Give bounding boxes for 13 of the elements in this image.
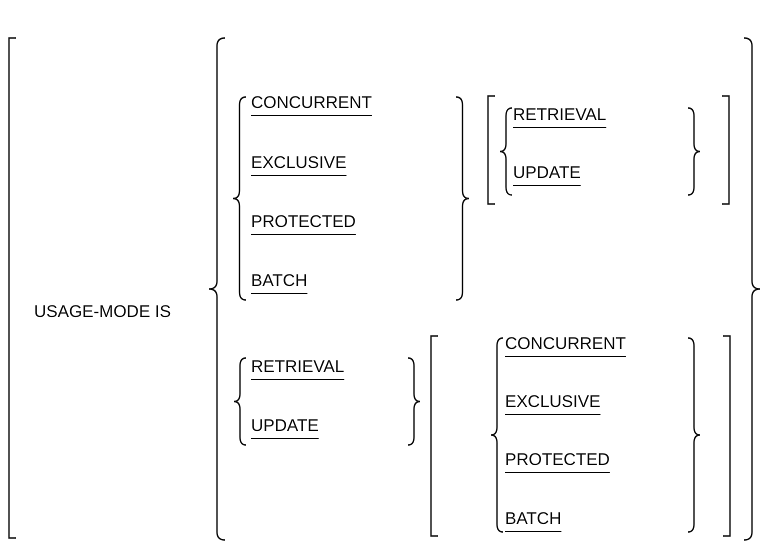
keyword: CONCURRENT <box>505 334 626 354</box>
keyword: EXCLUSIVE <box>251 153 346 173</box>
keyword: RETRIEVAL <box>251 357 344 377</box>
keyword: BATCH <box>251 271 308 291</box>
keyword: UPDATE <box>251 416 319 436</box>
keyword: UPDATE <box>513 163 581 183</box>
syntax-label: USAGE-MODE IS <box>34 302 171 322</box>
keyword: PROTECTED <box>251 212 356 232</box>
keyword: PROTECTED <box>505 450 610 470</box>
keyword: CONCURRENT <box>251 93 372 113</box>
keyword: RETRIEVAL <box>513 105 606 125</box>
keyword: BATCH <box>505 509 562 529</box>
keyword: EXCLUSIVE <box>505 392 600 412</box>
